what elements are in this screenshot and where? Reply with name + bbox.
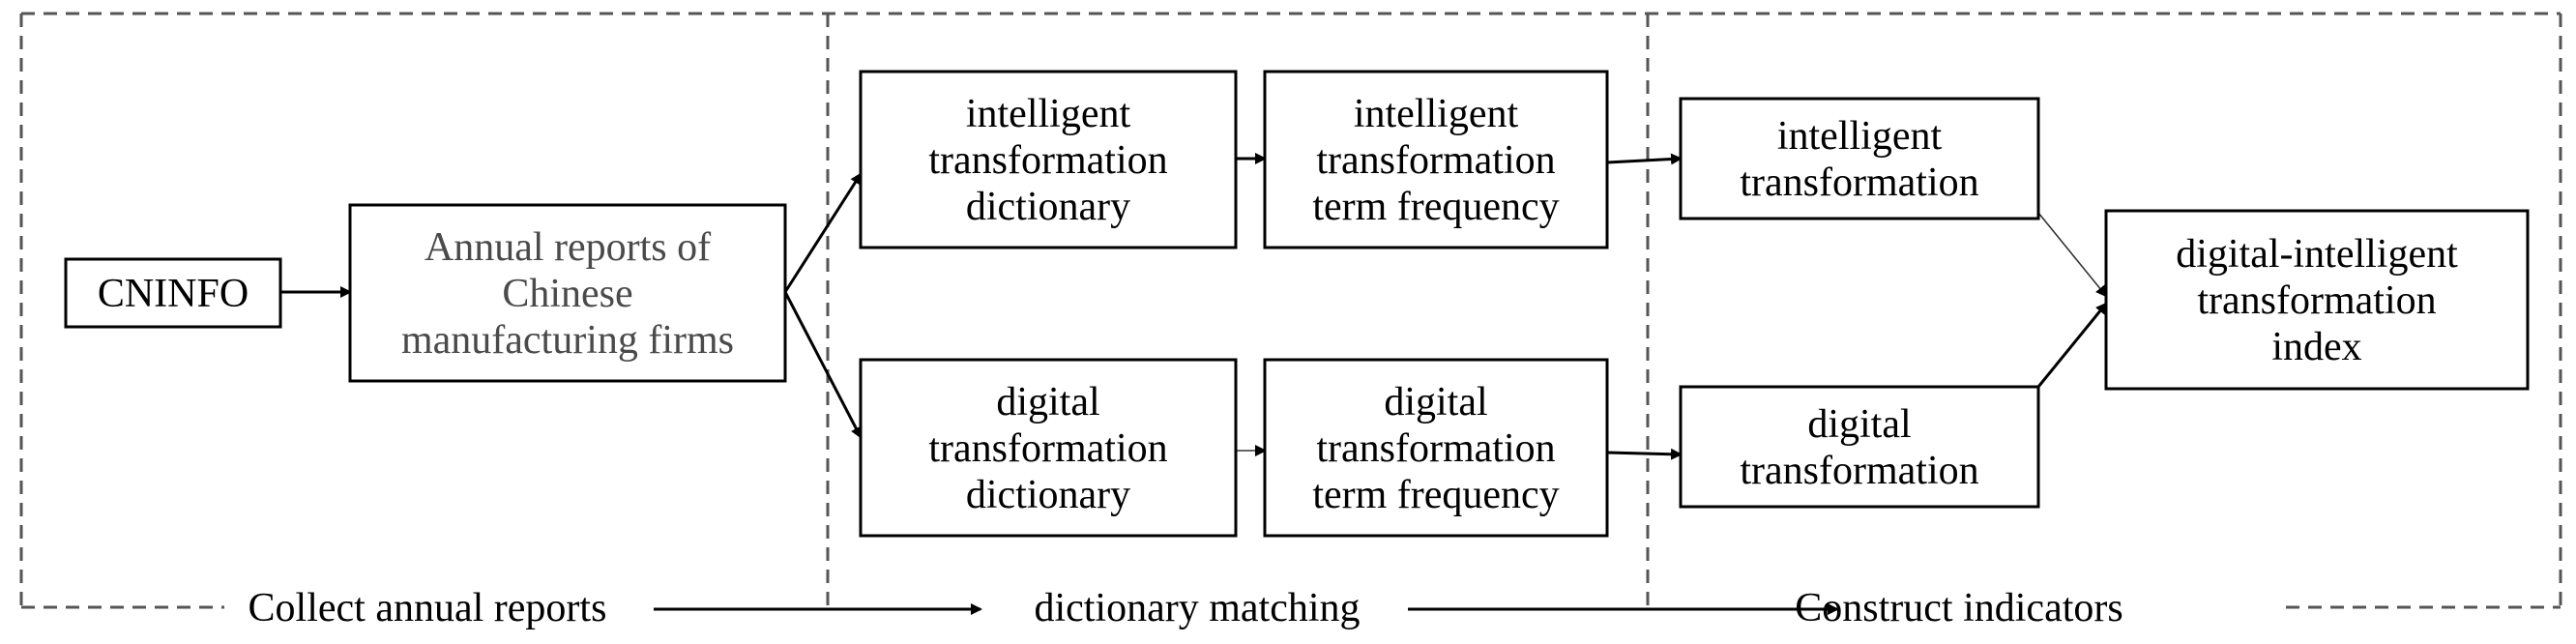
node-text-line: dictionary [966,473,1130,517]
dashed-frame [19,12,2562,609]
edge-digital-transformation-to-index [2036,302,2108,388]
stage-collect-label: Collect annual reports [249,586,607,630]
node-text-line: manufacturing firms [401,318,734,363]
node-text-line: intelligent [1777,114,1943,159]
node-text-line: term frequency [1312,473,1559,517]
node-text-line: CNINFO [98,272,249,316]
node-cninfo: CNINFO [64,257,282,329]
node-text-line: transformation [928,426,1167,471]
edge-reports-to-intelligent-dictionary [783,172,863,293]
node-text-line: digital [996,380,1099,424]
node-text-line: index [2271,325,2361,369]
edges [280,153,2108,460]
node-text-line: transformation [1316,426,1555,471]
stage-matching-label: dictionary matching [1034,586,1360,630]
edge-intelligent-frequency-to-transformation [1606,153,1683,165]
node-text-line: term frequency [1312,185,1559,229]
edge-intelligent-transformation-to-index [2037,212,2108,298]
node-text-line: transformation [1740,161,1978,205]
node-text-line: Annual reports of [424,225,711,270]
edge-digital-frequency-to-transformation [1606,448,1683,460]
node-text-line: transformation [1316,138,1555,183]
node-text-line: transformation [928,138,1167,183]
node-text-line: digital [1384,380,1487,424]
node-text-line: Chinese [502,272,632,316]
node-text-line: dictionary [966,185,1130,229]
node-text-line: intelligent [1354,92,1519,136]
node-text-line: digital [1807,402,1911,447]
node-text-line: transformation [2197,278,2436,323]
node-text-line: transformation [1740,449,1978,493]
node-cninfo-text: CNINFO [98,272,249,316]
node-text-line: digital-intelligent [2176,232,2458,277]
node-text-line: intelligent [966,92,1131,136]
stage-construct-label: Construct indicators [1795,586,2122,630]
edge-reports-to-digital-dictionary [783,291,863,439]
stage-labels: Collect annual reports dictionary matchi… [249,586,2123,630]
